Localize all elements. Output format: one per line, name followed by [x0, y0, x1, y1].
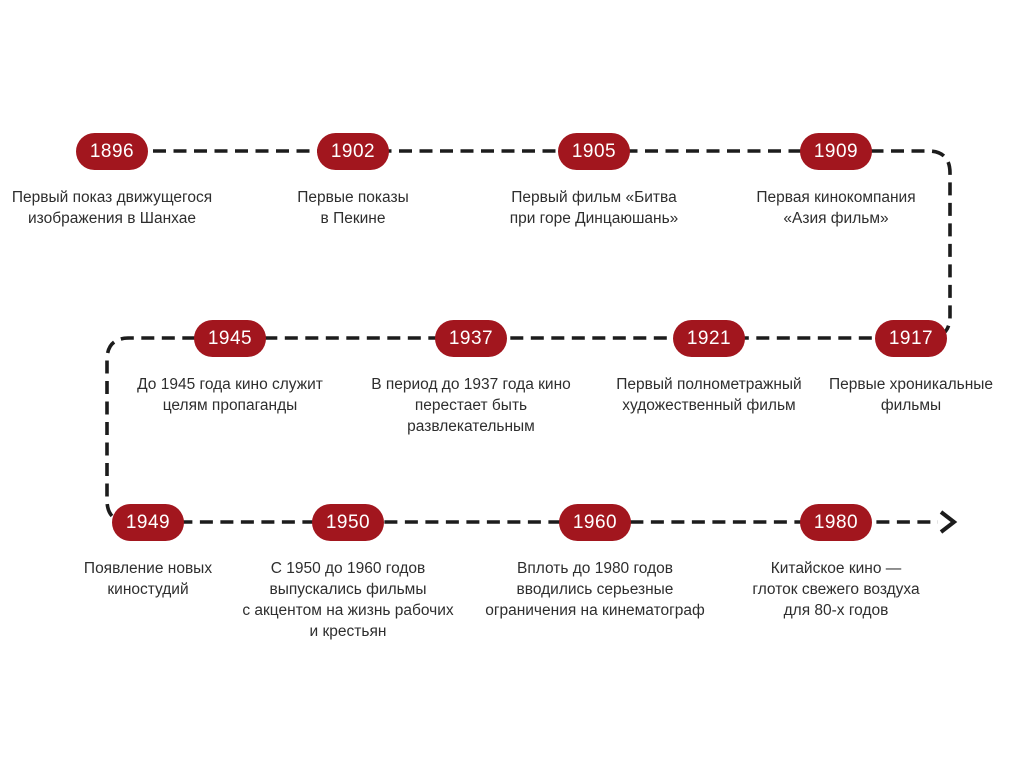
milestone-caption: Первый полнометражный художественный фил… — [616, 376, 802, 414]
milestone-1949: 1949 Появление новых киностудий — [0, 504, 298, 600]
milestone-1896: 1896 Первый показ движущегося изображени… — [0, 133, 262, 229]
milestone-1950: 1950 С 1950 до 1960 годов выпускались фи… — [198, 504, 498, 642]
milestone-caption: С 1950 до 1960 годов выпускались фильмы … — [242, 560, 454, 640]
milestone-1902: 1902 Первые показы в Пекине — [203, 133, 503, 229]
milestone-1937: 1937 В период до 1937 года кино перестае… — [321, 320, 621, 437]
milestone-1960: 1960 Вплоть до 1980 годов вводились серь… — [445, 504, 745, 621]
milestone-caption: В период до 1937 года кино перестает быт… — [371, 376, 571, 435]
year-badge: 1905 — [558, 133, 630, 170]
year-badge: 1909 — [800, 133, 872, 170]
year-badge: 1937 — [435, 320, 507, 357]
milestone-caption: До 1945 года кино служит целям пропаганд… — [137, 376, 323, 414]
milestone-caption: Первые хроникальные фильмы — [828, 376, 994, 414]
milestone-caption: Китайское кино — глоток свежего воздуха … — [752, 560, 920, 619]
year-badge: 1896 — [76, 133, 148, 170]
year-badge: 1949 — [112, 504, 184, 541]
year-badge: 1950 — [312, 504, 384, 541]
milestone-1921: 1921 Первый полнометражный художественны… — [559, 320, 859, 416]
year-badge: 1980 — [800, 504, 872, 541]
milestone-caption: Первая кинокомпания «Азия фильм» — [756, 189, 916, 227]
milestone-1909: 1909 Первая кинокомпания «Азия фильм» — [686, 133, 986, 229]
year-badge: 1917 — [875, 320, 947, 357]
milestone-1905: 1905 Первый фильм «Битва при горе Динцаю… — [444, 133, 744, 229]
milestone-1945: 1945 До 1945 года кино служит целям проп… — [80, 320, 380, 416]
year-badge: 1902 — [317, 133, 389, 170]
milestone-caption: Первый показ движущегося изображения в Ш… — [11, 189, 213, 227]
year-badge: 1960 — [559, 504, 631, 541]
milestone-caption: Первый фильм «Битва при горе Динцаюшань» — [509, 189, 679, 227]
milestone-caption: Вплоть до 1980 годов вводились серьезные… — [485, 560, 705, 619]
year-badge: 1921 — [673, 320, 745, 357]
milestone-1917: 1917 Первые хроникальные фильмы — [761, 320, 1024, 416]
year-badge: 1945 — [194, 320, 266, 357]
milestone-caption: Первые показы в Пекине — [297, 189, 409, 227]
milestone-1980: 1980 Китайское кино — глоток свежего воз… — [686, 504, 986, 621]
milestone-caption: Появление новых киностудий — [83, 560, 213, 598]
